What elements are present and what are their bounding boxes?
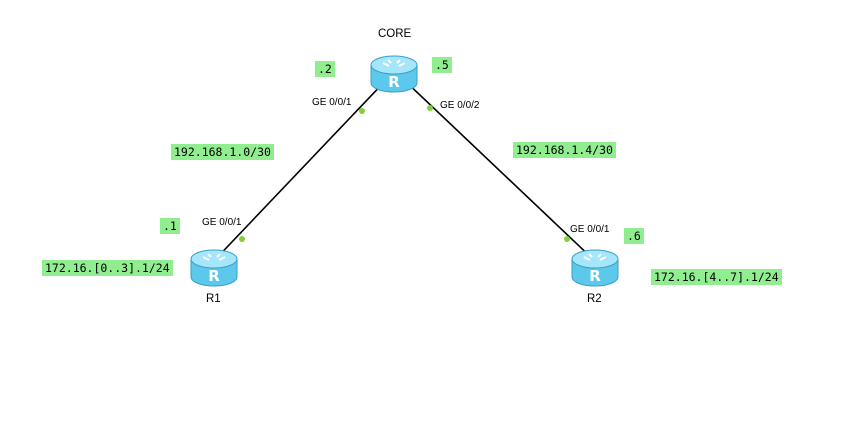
port-label-core-ge002: GE 0/0/2 — [440, 100, 480, 111]
port-label-r2-ge001: GE 0/0/1 — [570, 224, 610, 235]
router-core[interactable]: R — [369, 53, 419, 93]
router-name-core: CORE — [378, 28, 412, 40]
svg-text:R: R — [589, 267, 601, 285]
router-name-r2: R2 — [587, 293, 602, 305]
port-label-core-ge001: GE 0/0/1 — [312, 97, 352, 108]
host-addr-core-to-r2: .5 — [432, 57, 452, 73]
host-addr-r2: .6 — [624, 228, 644, 244]
link-core-r1 — [209, 77, 389, 266]
link-core-r2 — [401, 77, 597, 263]
port-dot-core-ge002 — [427, 105, 433, 111]
router-icon: R — [190, 249, 238, 287]
port-label-r1-ge001: GE 0/0/1 — [202, 217, 242, 228]
subnet-label-core-r2: 192.168.1.4/30 — [513, 142, 616, 158]
lan-label-r1: 172.16.[0..3].1/24 — [42, 260, 173, 276]
svg-text:R: R — [388, 73, 400, 91]
host-addr-core-to-r1: .2 — [315, 61, 335, 77]
router-icon: R — [571, 249, 619, 287]
router-name-r1: R1 — [206, 293, 221, 305]
router-r1[interactable]: R — [189, 247, 239, 287]
subnet-label-core-r1: 192.168.1.0/30 — [171, 144, 274, 160]
svg-text:R: R — [208, 267, 220, 285]
lan-label-r2: 172.16.[4..7].1/24 — [651, 269, 782, 285]
host-addr-r1: .1 — [160, 218, 180, 234]
router-r2[interactable]: R — [570, 247, 620, 287]
port-dot-r1-ge001 — [239, 236, 245, 242]
router-icon: R — [370, 55, 418, 93]
port-dot-core-ge001 — [359, 108, 365, 114]
port-dot-r2-ge001 — [564, 236, 570, 242]
